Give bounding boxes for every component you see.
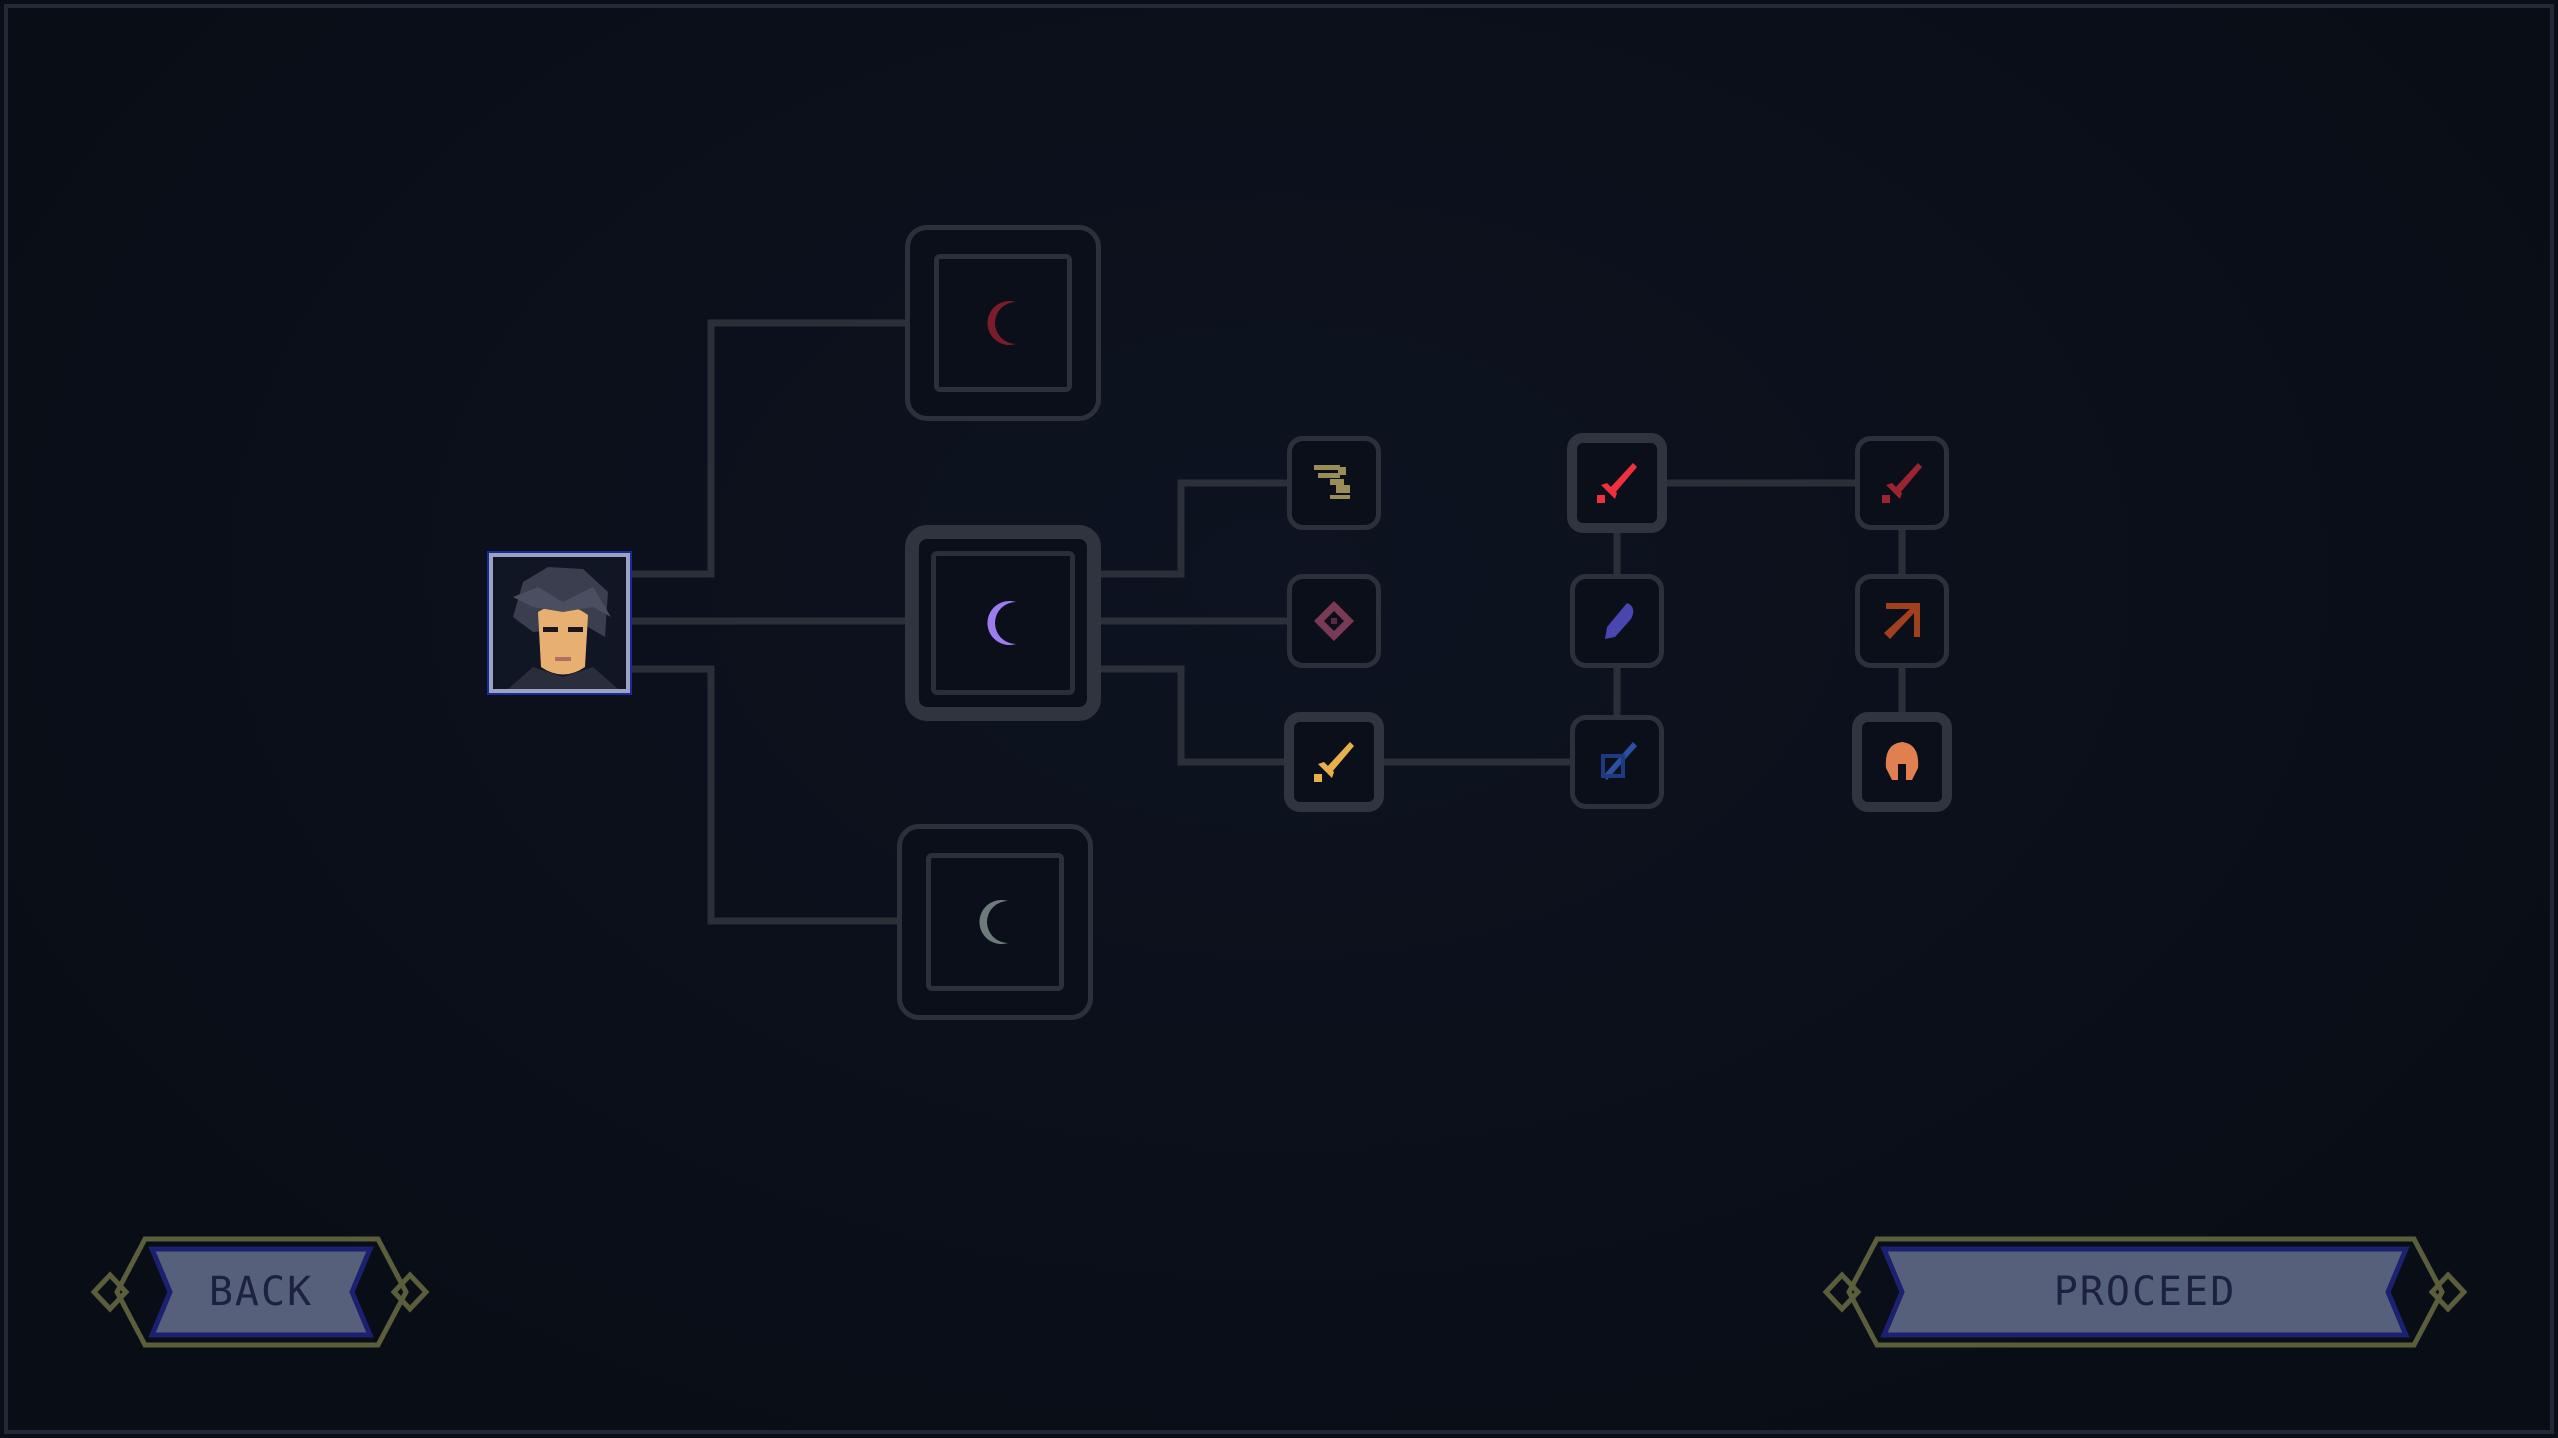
skill-node-arrow-strike[interactable] <box>1855 574 1949 668</box>
skill-node-golden-sword[interactable] <box>1284 712 1384 812</box>
crescent-moon-icon <box>987 601 1016 645</box>
helmet-icon <box>1885 742 1919 780</box>
character-portrait[interactable] <box>487 551 632 695</box>
path-node-pale-moon[interactable] <box>897 824 1093 1020</box>
skill-node-dark-sword[interactable] <box>1855 436 1949 530</box>
node-inner-frame <box>934 254 1072 392</box>
sword-icon <box>1597 463 1637 503</box>
comet-icon <box>1605 603 1634 639</box>
node-inner-frame <box>931 551 1075 695</box>
node-inner-frame <box>926 853 1064 991</box>
diamond-rune-icon <box>1314 601 1354 641</box>
crescent-moon-icon <box>979 900 1008 944</box>
link-middle-skill3 <box>1101 665 1287 766</box>
proceed-button-frame <box>1822 1236 2468 1348</box>
sword-icon <box>1314 742 1354 782</box>
proceed-button[interactable]: PROCEED <box>1822 1235 2468 1349</box>
skill-node-blue-comet[interactable] <box>1570 574 1664 668</box>
link-portrait-top <box>630 319 905 578</box>
skill-node-helmet[interactable] <box>1852 712 1952 812</box>
arrow-icon <box>1884 603 1920 639</box>
link-portrait-bottom <box>630 665 897 925</box>
skill-node-wind-dash[interactable] <box>1287 436 1381 530</box>
skill-node-crimson-sword[interactable] <box>1567 433 1667 533</box>
spear-icon <box>1601 742 1637 780</box>
path-node-violet-moon[interactable] <box>905 525 1101 721</box>
skill-node-rune-diamond[interactable] <box>1287 574 1381 668</box>
back-button[interactable]: BACK <box>90 1235 432 1349</box>
back-button-frame <box>90 1236 430 1348</box>
skill-node-blue-spear[interactable] <box>1570 715 1664 809</box>
wing-icon <box>1314 465 1350 499</box>
screen-frame <box>4 4 2554 1434</box>
back-button-label: BACK <box>208 1269 314 1315</box>
path-node-crimson-moon[interactable] <box>905 225 1101 421</box>
proceed-button-label: PROCEED <box>2053 1269 2237 1315</box>
character-face-icon <box>508 567 618 689</box>
crescent-moon-icon <box>987 301 1016 345</box>
sword-icon <box>1882 463 1922 503</box>
link-middle-skill1 <box>1101 479 1287 578</box>
